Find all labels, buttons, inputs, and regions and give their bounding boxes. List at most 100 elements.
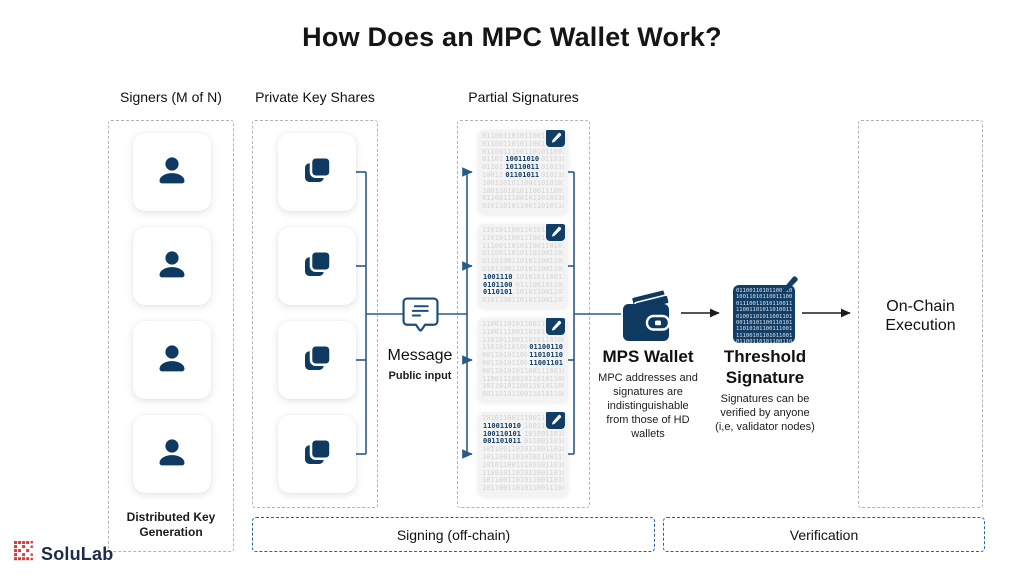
partial-signature-card-3: 1100110101100111001101011100111001101011… <box>478 318 568 402</box>
binary-row: 1001101011001110011010 <box>736 294 792 301</box>
binary-row: 001101011001101011001110 <box>482 391 564 399</box>
partial-signature-card-2: 1101011001101011001110011101011001110011… <box>478 224 568 308</box>
partial-signature-card-4: 1010110011100110101100111100110101100110… <box>478 412 568 496</box>
person-icon <box>154 340 190 381</box>
signers-group-box <box>108 120 234 552</box>
message-sublabel: Public input <box>388 370 452 382</box>
binary-row: 110101101001101011001101 <box>482 344 564 352</box>
brand-name: SoluLab <box>41 543 114 564</box>
person-icon <box>154 434 190 475</box>
binary-row: 011001101011001101011001 <box>482 133 564 140</box>
binary-row: 101100110101011001110010 <box>482 453 564 461</box>
key-share-card-3 <box>278 321 356 399</box>
highlighted-binary: 10011010 10110011 01101011 <box>503 155 542 180</box>
threshold-signature-icon: 0110011010110011010110100110101100111001… <box>733 276 798 343</box>
binary-row: 100110101011001110010110 <box>482 187 564 195</box>
message-bubble-icon <box>402 295 439 335</box>
signer-card-1 <box>133 133 211 211</box>
verification-phase-label: Verification <box>789 526 859 543</box>
binary-row: 011001110010110101100110 <box>482 195 564 203</box>
brand-logo: SoluLab <box>14 541 113 567</box>
onchain-execution-label: On-Chain Execution <box>885 298 956 334</box>
binary-row: 010110011010101100111001 <box>482 273 564 281</box>
highlighted-binary: 110011010 100110101 001101011 <box>481 421 523 447</box>
key-share-card-1 <box>278 133 356 211</box>
binary-row: 101100110101100111001101 <box>482 485 564 493</box>
signer-card-3 <box>133 321 211 399</box>
highlighted-binary: 01100110 11010110 11001101 <box>527 343 565 368</box>
key-share-copy-icon <box>299 340 335 381</box>
binary-row: 101011001110011010110011 <box>482 415 564 422</box>
binary-row: 011001101011001110011010 <box>482 140 564 148</box>
wallet-label: MPS Wallet <box>602 347 694 366</box>
signing-phase-label: Signing (off-chain) <box>396 526 511 543</box>
key-share-copy-icon <box>299 152 335 193</box>
signing-wires <box>355 167 621 459</box>
key-share-copy-icon <box>299 434 335 475</box>
verification-phase-box: Verification <box>663 517 985 552</box>
binary-row: 110101100111001101011001 <box>482 234 564 242</box>
edit-pencil-icon <box>546 224 565 241</box>
binary-row: 100110101100110101011001 <box>482 179 564 187</box>
binary-row: 111001011010110011010110 <box>482 289 564 297</box>
key-share-card-4 <box>278 415 356 493</box>
threshold-description: Signatures can be verified by anyone (i,… <box>715 393 815 433</box>
header-private-key-shares: Private Key Shares <box>255 89 375 105</box>
distributed-key-generation-label: Distributed Key Generation <box>126 510 216 539</box>
binary-row: 110101100110101100111001 <box>482 227 564 234</box>
edit-pencil-icon <box>546 130 565 147</box>
binary-row: 011010011010110011010110 <box>482 258 564 266</box>
binary-row: 010101100111001011010110 <box>482 281 564 289</box>
binary-row: 0100110101100110101100 <box>736 313 792 320</box>
binary-row: 1101010110011100101101 <box>736 326 792 333</box>
person-icon <box>154 246 190 287</box>
highlighted-binary: 1001110 0101100 0110101 <box>481 272 515 298</box>
binary-row: 110011010110011100110101 <box>482 321 564 328</box>
header-partial-signatures: Partial Signatures <box>468 89 579 105</box>
binary-row: 001101011001101010110011 <box>482 359 564 367</box>
binary-row: 0011010110011010101100 <box>736 320 792 327</box>
header-signers: Signers (M of N) <box>120 89 222 105</box>
threshold-label: Threshold Signature <box>723 347 807 387</box>
binary-row: 110011010110100110101100 <box>482 430 564 438</box>
page-title: How Does an MPC Wallet Work? <box>302 22 722 52</box>
binary-row: 011001101011010011010110 <box>482 250 564 258</box>
person-icon <box>154 152 190 193</box>
binary-row: 110101100110101101001101 <box>482 336 564 344</box>
binary-row: 101011001110010110101100 <box>482 461 564 469</box>
binary-row: 110010110101100110101100 <box>482 469 564 477</box>
signing-phase-box: Signing (off-chain) <box>252 517 655 552</box>
binary-row: 1100110101101001101011 <box>736 307 792 314</box>
binary-row: 101100110101100110101011 <box>482 446 564 454</box>
binary-row: 101100110101100110101100 <box>482 477 564 485</box>
binary-row: 010110101100110101100110 <box>482 203 564 211</box>
signature-pencil-icon <box>779 275 799 300</box>
binary-row: 111001101011001101011010 <box>482 242 564 250</box>
binary-row: 101101011001101011001101 <box>482 383 564 391</box>
binary-row: 110011010110011010110100 <box>482 422 564 430</box>
key-share-card-2 <box>278 227 356 305</box>
binary-row: 011001110011010110011010 <box>482 148 564 156</box>
edit-pencil-icon <box>546 412 565 429</box>
binary-row: 110100110101100110101100 <box>482 438 564 446</box>
binary-row: 110011100101101011001101 <box>482 375 564 383</box>
wallet-description: MPC addresses and signatures are indisti… <box>598 372 698 440</box>
wallet-icon <box>620 285 674 343</box>
message-label: Message <box>387 347 453 364</box>
binary-row: 010110011010110011010101 <box>482 265 564 273</box>
binary-row: 001101010110011100101101 <box>482 367 564 375</box>
edit-pencil-icon <box>546 318 565 335</box>
signer-card-2 <box>133 227 211 305</box>
partial-signature-card-1: 0110011010110011010110010110011010110011… <box>478 130 568 214</box>
onchain-group-box <box>858 120 983 508</box>
signer-card-4 <box>133 415 211 493</box>
binary-row: 1110010110101100110101 <box>736 332 792 339</box>
key-share-copy-icon <box>299 246 335 287</box>
